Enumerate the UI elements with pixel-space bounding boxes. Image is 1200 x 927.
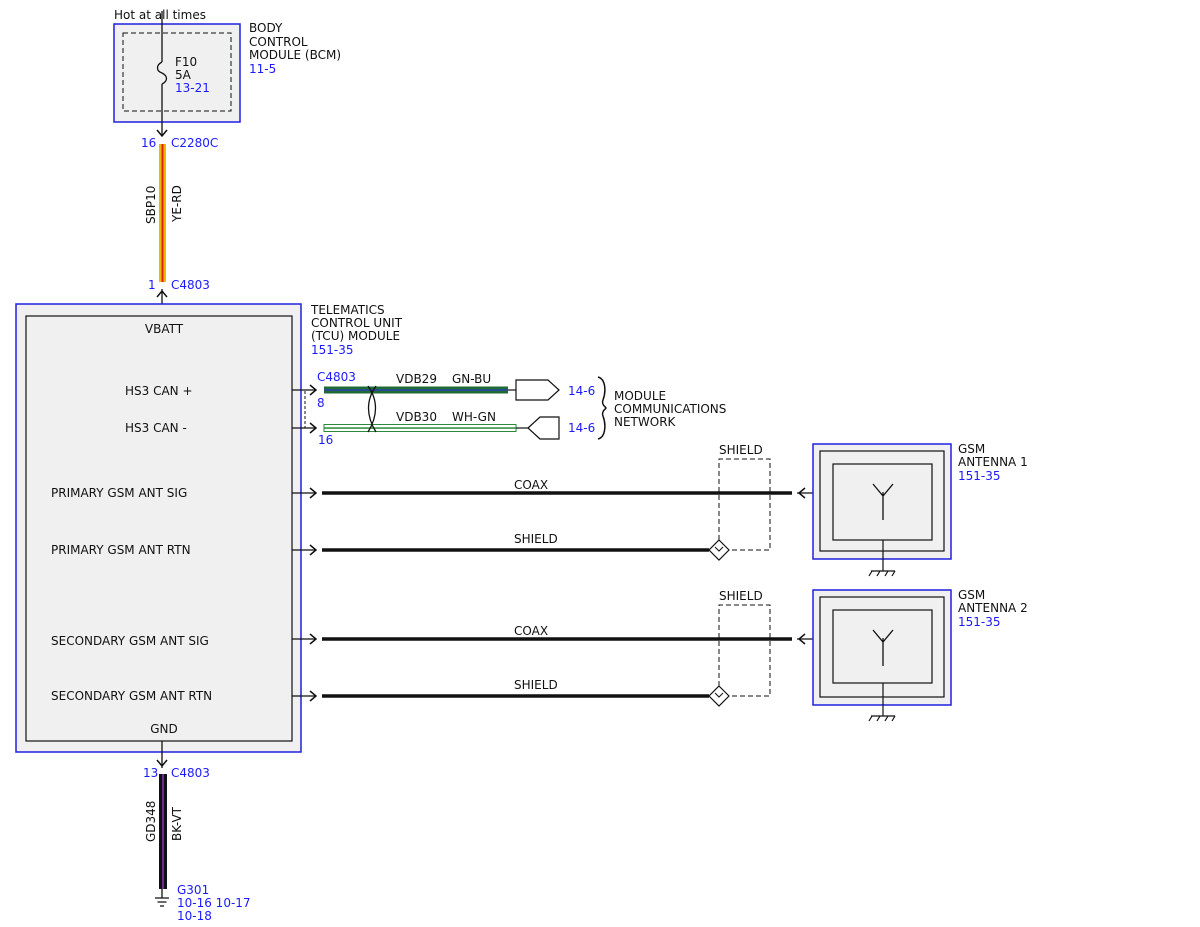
secondary-shield-splice-icon — [708, 685, 730, 707]
primary-shield-dashed-box — [718, 458, 771, 551]
bcm-internal-dashed-box — [122, 32, 232, 112]
c2280c-pin-number: 16 — [141, 136, 156, 150]
c4803-vbatt-connector-name: C4803 — [171, 278, 210, 292]
wire-vdb30-color-label: WH-GN — [452, 410, 496, 424]
wire-vdb30-circuit-label: VDB30 — [396, 410, 437, 424]
ground-refs-line-1[interactable]: 10-16 10-17 — [177, 896, 251, 910]
secondary-shield-splice-arrow — [714, 692, 724, 698]
can-minus-pin-number: 16 — [318, 433, 333, 447]
can-minus-ref-link[interactable]: 14-6 — [568, 421, 595, 435]
antenna2-chassis-ground-icon — [868, 715, 896, 722]
can-plus-ref-link[interactable]: 14-6 — [568, 384, 595, 398]
bcm-module-outline — [113, 23, 241, 123]
fuse-rating: 5A — [175, 68, 192, 82]
antenna2-name-line-2: ANTENNA 2 — [958, 601, 1028, 615]
c4803-gnd-pin-number: 13 — [143, 766, 158, 780]
can-connector-name: C4803 — [317, 370, 356, 384]
wire-vdb29-stripe — [324, 389, 508, 391]
antenna1-antenna-icon — [872, 483, 894, 520]
antenna1-name-line-2: ANTENNA 1 — [958, 455, 1028, 469]
bcm-name-line-3: MODULE (BCM) — [249, 48, 341, 62]
wire-sbp10-circuit-label: SBP10 — [144, 186, 158, 224]
tcu-name-line-3: (TCU) MODULE — [311, 329, 400, 343]
bcm-name-line-1: BODY — [249, 21, 283, 35]
antenna1-name-line-1: GSM — [958, 442, 985, 456]
network-label-line-3: NETWORK — [614, 415, 677, 429]
tcu-pin-secondary-gsm-ant-sig: SECONDARY GSM ANT SIG — [51, 634, 209, 648]
wire-vdb29-color-label: GN-BU — [452, 372, 491, 386]
tcu-pin-primary-gsm-ant-rtn: PRIMARY GSM ANT RTN — [51, 543, 191, 557]
bcm-ref-link[interactable]: 11-5 — [249, 62, 276, 76]
tcu-pin-secondary-gsm-ant-rtn: SECONDARY GSM ANT RTN — [51, 689, 212, 703]
c2280c-connector-name: C2280C — [171, 136, 218, 150]
connector-c2280c-arrow-icon — [156, 129, 168, 138]
secondary-shield-dashed-box — [718, 604, 771, 697]
wire-sbp10-color-label: YE-RD — [170, 185, 184, 223]
wire-vdb29-circuit-label: VDB29 — [396, 372, 437, 386]
tcu-pin-gnd: GND — [150, 722, 178, 736]
primary-shield-splice-icon — [708, 539, 730, 561]
tcu-module[interactable]: TELEMATICS CONTROL UNIT (TCU) MODULE 151… — [15, 303, 403, 753]
tcu-pin-vbatt: VBATT — [145, 322, 184, 336]
can-plus-connector-icon — [309, 384, 318, 396]
bcm-name-line-2: CONTROL — [249, 35, 308, 49]
tcu-module-inner — [25, 315, 293, 742]
bcm-module[interactable]: Hot at all times BODY CONTROL MODULE (BC… — [113, 8, 341, 123]
tcu-pin-primary-gsm-ant-sig: PRIMARY GSM ANT SIG — [51, 486, 187, 500]
antenna1-chassis-ground-icon — [868, 570, 896, 577]
primary-shield-wire-label: SHIELD — [514, 532, 558, 546]
antenna2-name-line-1: GSM — [958, 588, 985, 602]
ground-symbol-icon — [155, 897, 169, 907]
network-label-line-2: COMMUNICATIONS — [614, 402, 726, 416]
network-label-line-1: MODULE — [614, 389, 666, 403]
tcu-ref-link[interactable]: 151-35 — [311, 343, 354, 357]
network-brace-icon — [597, 376, 607, 440]
secondary-sig-connector-icon — [309, 633, 318, 645]
gsm-antenna-1[interactable]: GSM ANTENNA 1 151-35 — [812, 442, 1028, 577]
gsm-antenna-2[interactable]: GSM ANTENNA 2 151-35 — [812, 588, 1028, 722]
primary-shield-splice-arrow — [714, 546, 724, 552]
can-minus-connector-icon — [309, 422, 318, 434]
secondary-shield-box-label: SHIELD — [719, 589, 763, 603]
fuse-icon — [156, 61, 168, 85]
fuse-name: F10 — [175, 55, 197, 69]
c4803-vbatt-pin-number: 1 — [148, 278, 156, 292]
antenna2-ref-link[interactable]: 151-35 — [958, 615, 1001, 629]
c4803-gnd-connector-name: C4803 — [171, 766, 210, 780]
wire-gd348-circuit-label: GD348 — [144, 801, 158, 842]
primary-shield-box-label: SHIELD — [719, 443, 763, 457]
tcu-name-line-2: CONTROL UNIT — [311, 316, 403, 330]
ground-name[interactable]: G301 — [177, 883, 209, 897]
primary-coax-label: COAX — [514, 478, 548, 492]
wire-sbp10-stripe — [161, 144, 164, 282]
hot-at-all-times-label: Hot at all times — [114, 8, 206, 22]
connector-c4803-gnd-arrow-icon — [156, 759, 168, 768]
tcu-name-line-1: TELEMATICS — [310, 303, 385, 317]
ground-refs-line-2[interactable]: 10-18 — [177, 909, 212, 923]
fuse-ref-link[interactable]: 13-21 — [175, 81, 210, 95]
tcu-pin-hs3-can-minus: HS3 CAN - — [125, 421, 187, 435]
secondary-rtn-connector-icon — [309, 690, 318, 702]
twisted-pair-icon — [367, 385, 377, 433]
can-plus-pin-number: 8 — [317, 396, 325, 410]
primary-rtn-connector-icon — [309, 544, 318, 556]
secondary-coax-label: COAX — [514, 624, 548, 638]
secondary-shield-wire-label: SHIELD — [514, 678, 558, 692]
wire-vdb30-stripe — [324, 427, 516, 429]
primary-sig-connector-icon — [309, 487, 318, 499]
antenna2-antenna-icon — [872, 629, 894, 666]
tcu-pin-hs3-can-plus: HS3 CAN + — [125, 384, 193, 398]
can-minus-offpage-arrow-icon[interactable] — [527, 416, 560, 440]
wire-gd348-color-label: BK-VT — [170, 806, 184, 841]
can-plus-offpage-arrow-icon[interactable] — [515, 379, 560, 401]
wire-gd348-stripe — [162, 774, 164, 889]
antenna1-ref-link[interactable]: 151-35 — [958, 469, 1001, 483]
